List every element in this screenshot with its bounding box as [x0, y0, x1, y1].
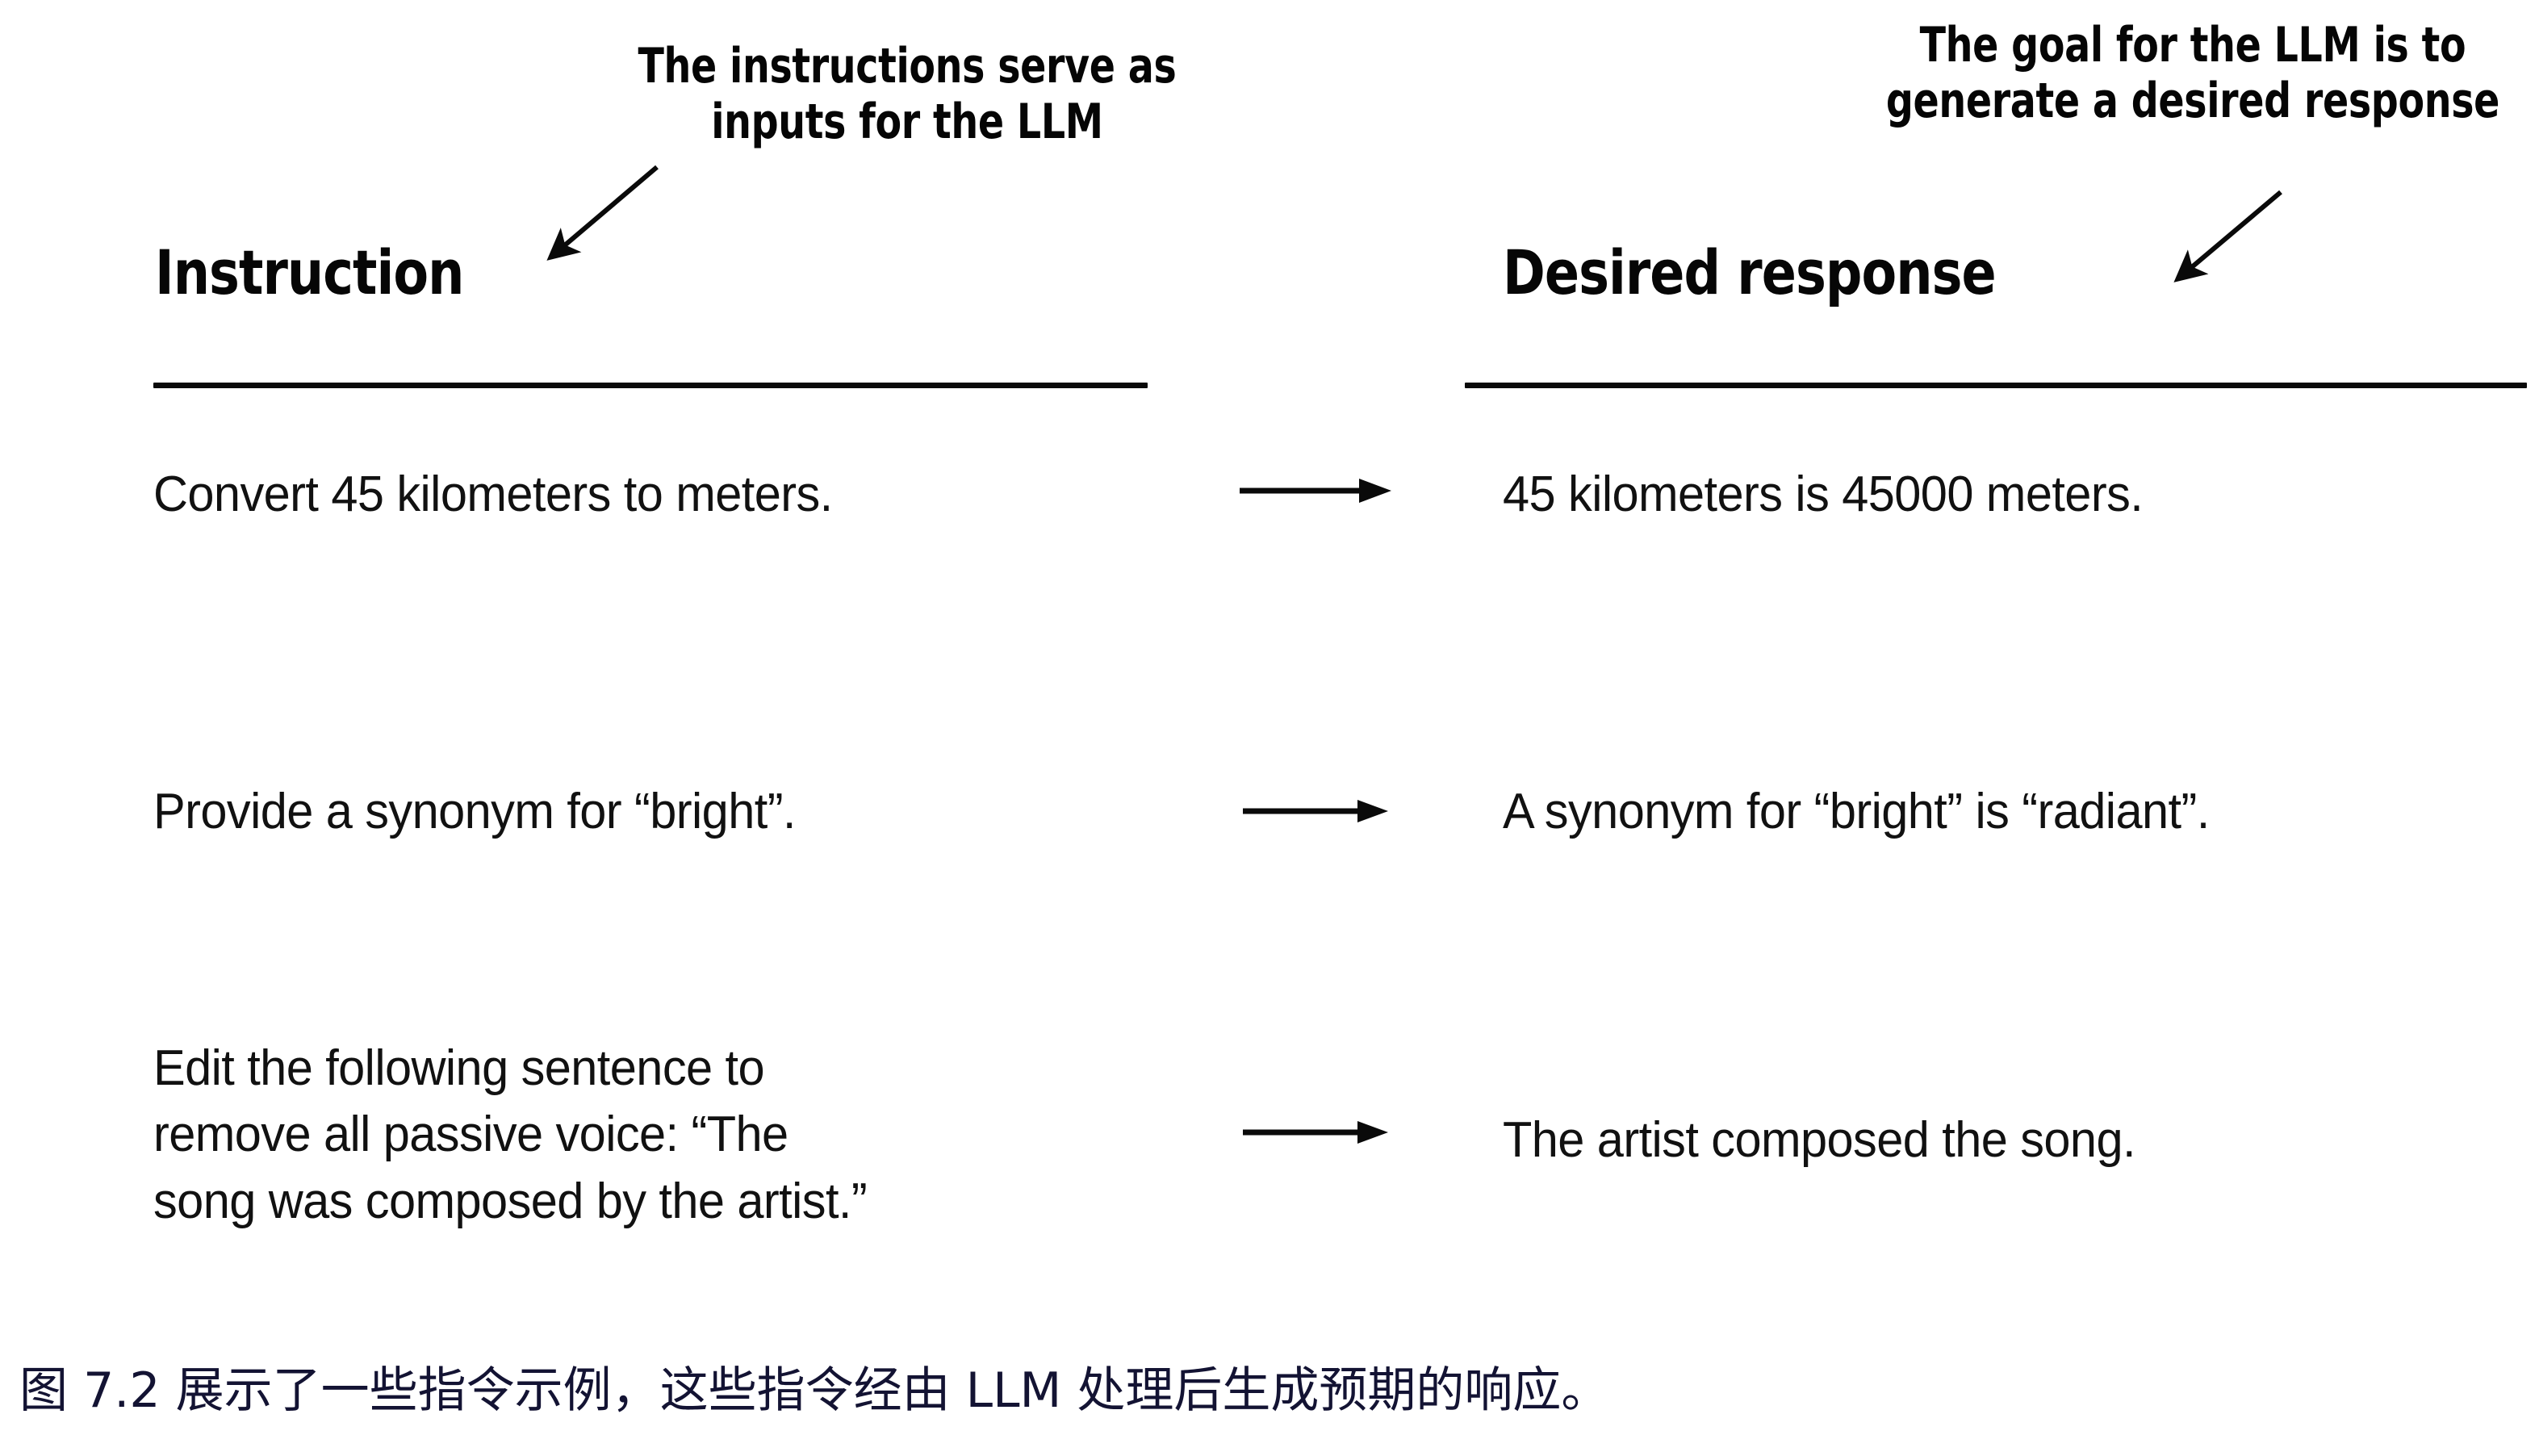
column-header-desired-response: Desired response — [1503, 236, 1997, 308]
table-row-2-instruction: Provide a synonym for “bright”. — [153, 784, 796, 839]
callout-desired-response: The goal for the LLM is to generate a de… — [1885, 17, 2500, 129]
table-row-3-instruction: Edit the following sentence to remove al… — [153, 1040, 868, 1229]
table-row-1-response: 45 kilometers is 45000 meters. — [1503, 467, 2144, 522]
callout-instruction-line-2: inputs for the LLM — [711, 94, 1103, 150]
row-2-mapping-arrow-icon — [1238, 793, 1396, 830]
callout-arrow-instruction-icon — [508, 149, 670, 278]
column-header-instruction: Instruction — [155, 236, 464, 308]
callout-instruction-line-1: The instructions serve as — [638, 38, 1177, 94]
table-row-1-instruction: Convert 45 kilometers to meters. — [153, 467, 833, 522]
header-rule-left — [153, 383, 1148, 388]
callout-response-line-2: generate a desired response — [1885, 73, 2500, 129]
header-rule-right — [1465, 383, 2527, 388]
callout-arrow-response-icon — [2139, 171, 2300, 300]
figure-caption: 图 7.2 展示了一些指令示例，这些指令经由 LLM 处理后生成预期的响应。 — [19, 1362, 1610, 1419]
row-3-mapping-arrow-icon — [1238, 1114, 1396, 1151]
callout-response-line-1: The goal for the LLM is to — [1919, 17, 2466, 73]
row-1-mapping-arrow-icon — [1238, 472, 1396, 509]
callout-instruction: The instructions serve as inputs for the… — [638, 39, 1176, 150]
table-row-3-response: The artist composed the song. — [1503, 1112, 2136, 1168]
table-row-2-response: A synonym for “bright” is “radiant”. — [1503, 784, 2210, 839]
